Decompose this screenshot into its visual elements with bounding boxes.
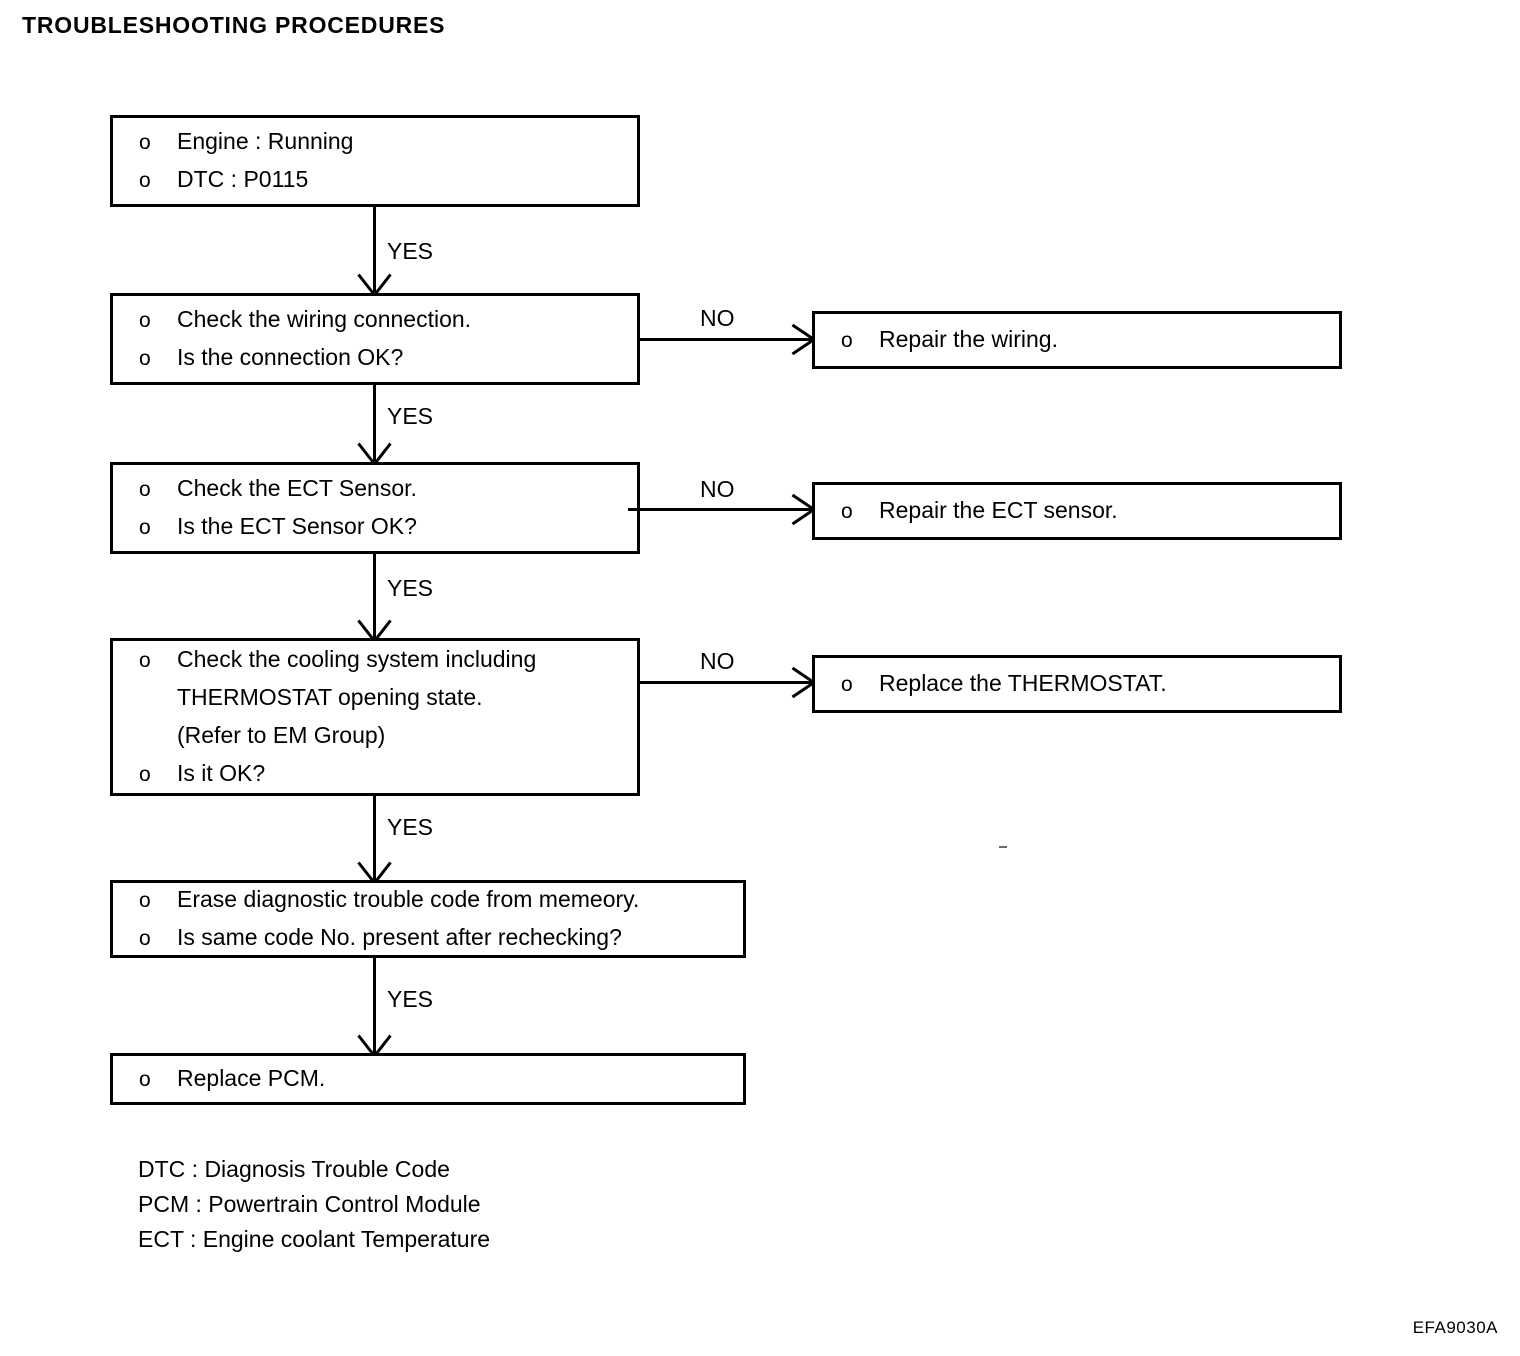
node-line: o Erase diagnostic trouble code from mem… (139, 881, 733, 919)
bullet-icon: o (841, 329, 853, 352)
legend-item-ect: ECT : Engine coolant Temperature (138, 1226, 491, 1252)
connector-check-wiring-to-repair-wiring (640, 338, 812, 341)
node-replace-the-thermostat: o Replace the THERMOSTAT. (812, 655, 1342, 713)
node-line: o Check the wiring connection. (139, 301, 627, 339)
edge-label-no: NO (700, 648, 735, 674)
edge-label-yes: YES (387, 814, 434, 840)
node-line: o (Refer to EM Group) (139, 717, 627, 755)
bullet-icon: o (139, 478, 151, 501)
bullet-icon: o (139, 131, 151, 154)
node-line-text: Engine : Running (177, 128, 354, 154)
edge-label-yes: YES (387, 575, 434, 601)
node-line: o Repair the wiring. (841, 321, 1329, 359)
node-line: o Check the ECT Sensor. (139, 470, 627, 508)
node-line-text: Replace the THERMOSTAT. (879, 670, 1167, 696)
node-line-text: Is same code No. present after recheckin… (177, 924, 622, 950)
bullet-icon: o (841, 500, 853, 523)
node-line-text: Is it OK? (177, 760, 266, 786)
connector-check-ect-to-repair-ect (628, 508, 812, 511)
legend-item-pcm: PCM : Powertrain Control Module (138, 1191, 481, 1217)
edge-label-no: NO (700, 476, 735, 502)
node-check-cooling-system: o Check the cooling system including o T… (110, 638, 640, 796)
node-line: o Is same code No. present after recheck… (139, 919, 733, 957)
node-line: o THERMOSTAT opening state. (139, 679, 627, 717)
bullet-icon: o (139, 1068, 151, 1091)
bullet-icon: o (139, 889, 151, 912)
connector-check-wiring-to-check-ect (373, 385, 376, 461)
scan-speck (999, 846, 1007, 848)
edge-label-no: NO (700, 305, 735, 331)
node-line-text: Erase diagnostic trouble code from memeo… (177, 886, 640, 912)
bullet-icon: o (841, 673, 853, 696)
bullet-icon: o (139, 927, 151, 950)
connector-check-cooling-to-replace-thermostat (640, 681, 812, 684)
node-check-ect-sensor: o Check the ECT Sensor. o Is the ECT Sen… (110, 462, 640, 554)
node-line-text: THERMOSTAT opening state. (177, 684, 483, 710)
node-replace-pcm: o Replace PCM. (110, 1053, 746, 1105)
node-line: o Repair the ECT sensor. (841, 492, 1329, 530)
legend-item-dtc: DTC : Diagnosis Trouble Code (138, 1156, 450, 1182)
edge-label-yes: YES (387, 238, 434, 264)
node-line: o Replace the THERMOSTAT. (841, 665, 1329, 703)
edge-label-yes: YES (387, 403, 434, 429)
node-line: o Is it OK? (139, 755, 627, 793)
node-start-condition: o Engine : Running o DTC : P0115 (110, 115, 640, 207)
bullet-icon: o (139, 763, 151, 786)
page-title: TROUBLESHOOTING PROCEDURES (22, 12, 446, 38)
bullet-icon: o (139, 347, 151, 370)
node-repair-the-ect-sensor: o Repair the ECT sensor. (812, 482, 1342, 540)
connector-check-cooling-to-erase-code (373, 796, 376, 880)
node-line-text: Check the cooling system including (177, 646, 537, 672)
node-line-text: Check the ECT Sensor. (177, 475, 417, 501)
node-line-text: Is the connection OK? (177, 344, 404, 370)
node-line-text: Is the ECT Sensor OK? (177, 513, 417, 539)
node-line: o Engine : Running (139, 123, 627, 161)
edge-label-yes: YES (387, 986, 434, 1012)
node-line: o Replace PCM. (139, 1060, 733, 1098)
connector-start-to-check-wiring (373, 207, 376, 292)
node-line: o Check the cooling system including (139, 641, 627, 679)
node-line-text: DTC : P0115 (177, 166, 309, 192)
connector-erase-code-to-replace-pcm (373, 958, 376, 1053)
bullet-icon: o (139, 169, 151, 192)
node-line-text: Replace PCM. (177, 1065, 326, 1091)
abbreviation-legend: DTC : Diagnosis Trouble Code PCM : Power… (138, 1152, 490, 1257)
figure-reference-code: EFA9030A (1412, 1318, 1498, 1337)
node-line-text: Repair the ECT sensor. (879, 497, 1118, 523)
bullet-icon: o (139, 309, 151, 332)
bullet-icon: o (139, 649, 151, 672)
node-line: o DTC : P0115 (139, 161, 627, 199)
node-line: o Is the ECT Sensor OK? (139, 508, 627, 546)
node-erase-diagnostic-trouble-code: o Erase diagnostic trouble code from mem… (110, 880, 746, 958)
node-line-text: Repair the wiring. (879, 326, 1058, 352)
bullet-icon: o (139, 516, 151, 539)
node-check-wiring-connection: o Check the wiring connection. o Is the … (110, 293, 640, 385)
node-repair-the-wiring: o Repair the wiring. (812, 311, 1342, 369)
node-line-text: (Refer to EM Group) (177, 722, 386, 748)
connector-check-ect-to-check-cooling (373, 554, 376, 638)
node-line-text: Check the wiring connection. (177, 306, 472, 332)
node-line: o Is the connection OK? (139, 339, 627, 377)
